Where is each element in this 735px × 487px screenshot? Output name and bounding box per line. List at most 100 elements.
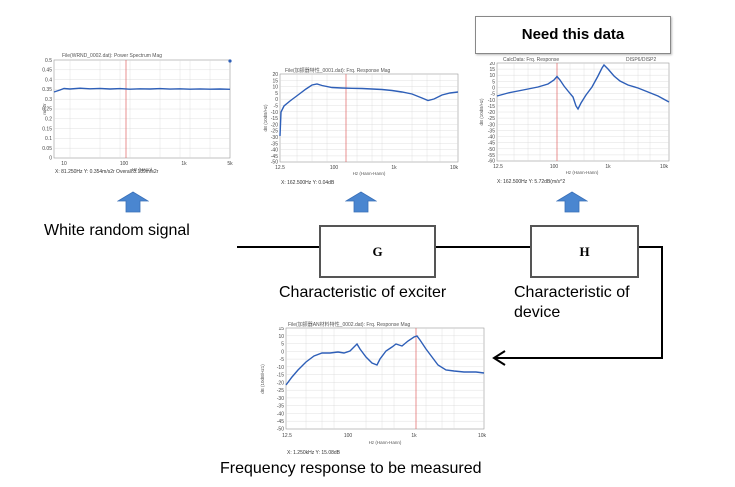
device-ytick: -35 xyxy=(488,128,495,134)
up-arrow-icon xyxy=(117,191,149,213)
exciter-xtick: 12.5 xyxy=(275,165,285,171)
exciter-readout: X: 162.500Hz Y: 0.04dB xyxy=(281,180,335,186)
input-ytick: 0.35 xyxy=(42,87,52,93)
measured-xtick: 10k xyxy=(478,433,487,439)
input-xtick: 100 xyxy=(120,161,129,167)
exciter-ytick: -10 xyxy=(271,110,278,116)
measured-ytick: -40 xyxy=(277,412,284,418)
exciter-xlabel: Hz (Hann-Hann) xyxy=(353,171,386,176)
exciter-ytick: -45 xyxy=(271,154,278,160)
measured-ytick: -45 xyxy=(277,419,284,425)
input-ytick: 0 xyxy=(49,156,52,162)
input-ytick: 0.15 xyxy=(42,126,52,132)
exciter-plot-title: File(加振器特性_0001.dat): Frq. Response Mag xyxy=(285,68,391,74)
exciter-ytick: -50 xyxy=(271,160,278,166)
device-ytick: -15 xyxy=(488,104,495,110)
exciter-ytick: -5 xyxy=(274,104,279,110)
measured-ytick: -35 xyxy=(277,404,284,410)
exciter-ytick: 20 xyxy=(272,72,278,78)
input-ytick: 0.1 xyxy=(45,136,52,142)
device-ytick: -5 xyxy=(491,92,496,98)
input-signal-label: White random signal xyxy=(44,222,190,239)
up-arrow-icon xyxy=(556,191,588,213)
exciter-xtick: 100 xyxy=(330,165,339,171)
device-ytick: -55 xyxy=(488,153,495,159)
device-readout: X: 162.500Hz Y: 5.72dB(m/s^2 xyxy=(497,179,566,185)
exciter-ylabel: dB (10dB/Hz) xyxy=(263,104,268,132)
up-arrow-icon xyxy=(345,191,377,213)
measured-ytick: 15 xyxy=(278,327,284,332)
input-ytick: 0.3 xyxy=(45,97,52,103)
device-block-h: H xyxy=(530,225,639,278)
input-xtick: 10 xyxy=(61,161,67,167)
device-ytick: 10 xyxy=(489,73,495,79)
exciter-xtick: 10k xyxy=(450,165,459,171)
device-ytick: 20 xyxy=(489,62,495,67)
device-ytick: -45 xyxy=(488,141,495,147)
measured-readout: X: 1.250kHz Y: 15.08dB xyxy=(287,450,341,456)
measured-response-plot: 15 10 5 0 -5 -10 -15 -20 -25 -30 -35 -40… xyxy=(260,327,487,445)
device-ytick: 15 xyxy=(489,67,495,73)
input-ytick: 0.5 xyxy=(45,58,52,64)
exciter-label: Characteristic of exciter xyxy=(279,284,447,301)
measured-ytick: 10 xyxy=(278,334,284,340)
input-xtick: 1k xyxy=(181,161,187,167)
input-ylabel: m/s2r xyxy=(42,103,47,115)
device-xlabel: Hz (Hann-Hann) xyxy=(566,170,599,175)
device-label-line1: Characteristic of xyxy=(514,284,630,301)
measured-ytick: -10 xyxy=(277,365,284,371)
measured-ytick: 5 xyxy=(281,342,284,348)
input-xtick: 5k xyxy=(227,161,233,167)
device-xtick: 12.5 xyxy=(493,164,503,170)
input-ytick: 0.05 xyxy=(42,146,52,152)
exciter-ytick: -35 xyxy=(271,141,278,147)
measured-ytick: -50 xyxy=(277,427,284,433)
device-ytick: -40 xyxy=(488,135,495,141)
device-plot-title: CalcData: Frq. Response xyxy=(503,57,560,63)
input-ytick: 0.45 xyxy=(42,68,52,74)
device-ylabel: dB (10dB/Hz) xyxy=(479,98,484,126)
exciter-ytick: 10 xyxy=(272,85,278,91)
measured-xtick: 1k xyxy=(411,433,417,439)
input-ytick: 0.25 xyxy=(42,107,52,113)
exciter-block-g: G xyxy=(319,225,436,278)
device-ytick: -60 xyxy=(488,159,495,165)
device-plot-title-right: DISP6/DISP2 xyxy=(626,57,657,63)
device-xtick: 1k xyxy=(605,164,611,170)
device-ytick: 5 xyxy=(492,79,495,85)
need-this-data-callout: Need this data xyxy=(475,16,671,54)
input-readout: X: 81.250Hz Y: 0.354m/s2r Overall:8.189m… xyxy=(55,169,159,175)
exciter-ytick: -20 xyxy=(271,122,278,128)
device-ytick: -25 xyxy=(488,116,495,122)
exciter-ytick: 15 xyxy=(272,78,278,84)
device-xtick: 100 xyxy=(550,164,559,170)
device-ytick: -20 xyxy=(488,110,495,116)
input-plot-title: File(WRND_0002.dat): Power Spectrum Mag xyxy=(62,53,163,59)
measured-xtick: 100 xyxy=(344,433,353,439)
device-ytick: -50 xyxy=(488,147,495,153)
input-xlabel: Hz (Hann) xyxy=(132,167,153,172)
exciter-ytick: -15 xyxy=(271,116,278,122)
device-xtick: 10k xyxy=(660,164,669,170)
measured-ytick: -5 xyxy=(280,357,285,363)
device-ytick: -10 xyxy=(488,98,495,104)
input-ytick: 0.4 xyxy=(45,77,52,83)
exciter-response-plot: 20 15 10 5 0 -5 -10 -15 -20 -25 -30 -35 … xyxy=(263,72,459,176)
exciter-ytick: 0 xyxy=(275,97,278,103)
input-ytick: 0.2 xyxy=(45,117,52,123)
device-ytick: -30 xyxy=(488,122,495,128)
measured-plot-title: File(加振器AN材料特性_0002.dat): Frq. Response … xyxy=(288,322,411,328)
exciter-ytick: 5 xyxy=(275,91,278,97)
measured-xlabel: Hz (Hann-Hann) xyxy=(369,440,402,445)
measured-ytick: -20 xyxy=(277,380,284,386)
measured-ytick: 0 xyxy=(281,349,284,355)
measured-ytick: -25 xyxy=(277,388,284,394)
input-spectrum-plot: 0.5 0.45 0.4 0.35 0.3 0.25 0.2 0.15 0.1 … xyxy=(42,58,233,172)
measured-ytick: -30 xyxy=(277,396,284,402)
exciter-ytick: -40 xyxy=(271,148,278,154)
device-response-plot: 20 15 10 5 0 -5 -10 -15 -20 -25 -30 -35 … xyxy=(479,62,670,175)
exciter-xtick: 1k xyxy=(391,165,397,171)
device-ytick: 0 xyxy=(492,86,495,92)
device-label-line2: device xyxy=(514,304,561,321)
